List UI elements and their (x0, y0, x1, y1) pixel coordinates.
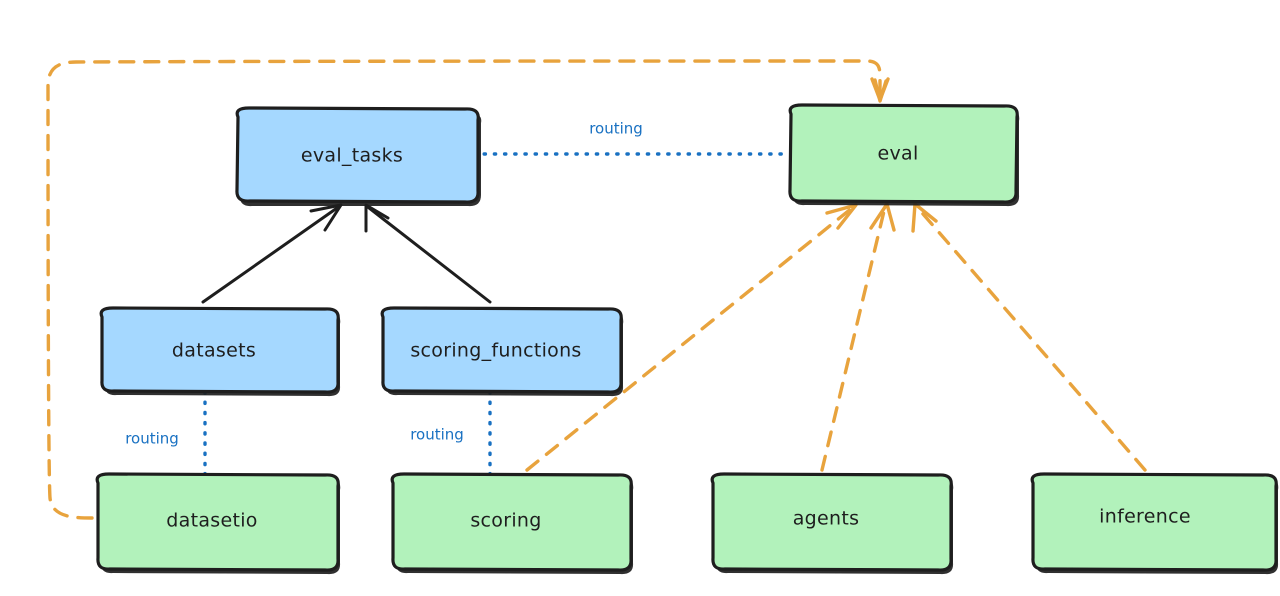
edge-label-routing-eval: routing (589, 120, 643, 138)
node-agents[interactable]: agents (710, 472, 954, 575)
edge-label-layer: routing routing routing (125, 120, 643, 448)
node-label-scoring: scoring (470, 510, 541, 532)
node-inference[interactable]: inference (1030, 472, 1279, 575)
node-label-agents: agents (793, 508, 860, 530)
node-eval[interactable]: eval (788, 103, 1020, 207)
edge-agents-to-eval (820, 202, 896, 472)
edge-datasetio-to-eval (46, 59, 890, 520)
node-label-scoring-functions: scoring_functions (410, 340, 581, 362)
node-eval-tasks[interactable]: eval_tasks (235, 106, 482, 207)
node-label-eval: eval (877, 143, 918, 165)
node-scoring[interactable]: scoring (390, 472, 634, 575)
node-label-datasetio: datasetio (166, 510, 257, 532)
edge-layer (46, 59, 1147, 520)
edge-scoring-functions-to-eval-tasks (364, 203, 492, 304)
node-datasetio[interactable]: datasetio (95, 472, 341, 575)
node-layer: eval_tasks eval datasets scoring_functio… (95, 103, 1279, 575)
edge-label-routing-datasetio: routing (125, 430, 179, 448)
edge-datasets-to-eval-tasks (201, 203, 343, 304)
edge-inference-to-eval (911, 202, 1147, 472)
node-datasets[interactable]: datasets (99, 306, 341, 397)
node-label-eval-tasks: eval_tasks (301, 145, 403, 167)
node-scoring-functions[interactable]: scoring_functions (380, 306, 624, 397)
node-label-inference: inference (1099, 506, 1191, 528)
node-label-datasets: datasets (172, 340, 256, 362)
edge-label-routing-scoring: routing (410, 426, 464, 444)
